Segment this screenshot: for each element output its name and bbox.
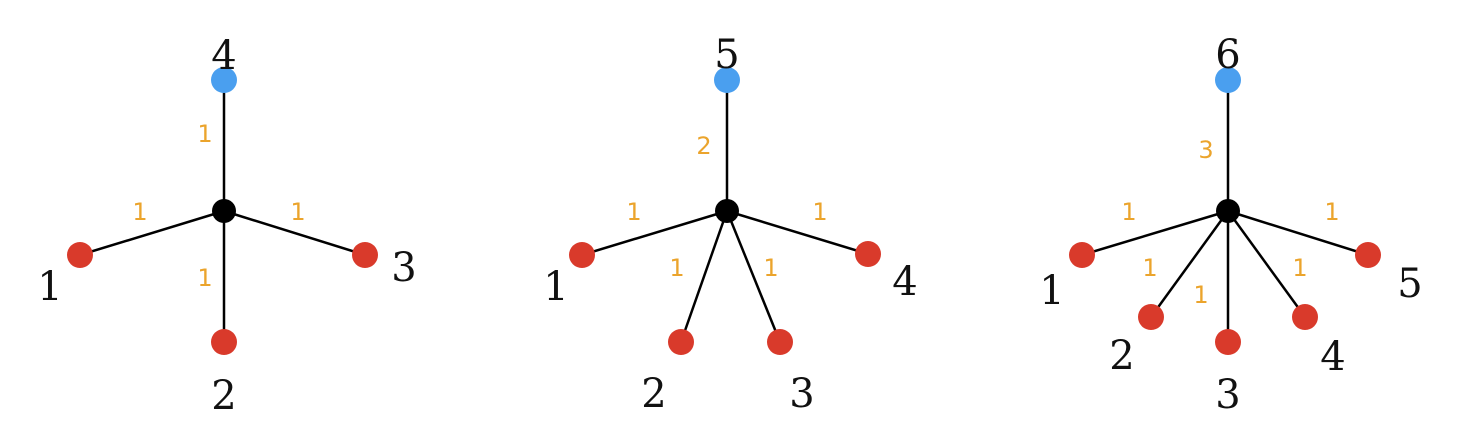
root-node bbox=[714, 67, 740, 93]
leaf-label-2: 2 bbox=[1109, 333, 1134, 379]
edge-weight-leaf-2: 1 bbox=[669, 254, 684, 282]
leaf-label-4: 4 bbox=[892, 259, 917, 305]
edge-leaf-1 bbox=[1081, 209, 1229, 257]
edge-weight-leaf-1: 1 bbox=[1121, 198, 1136, 226]
edge-weight-top: 1 bbox=[197, 120, 212, 148]
leaf-node-1 bbox=[1069, 242, 1095, 268]
leaf-node-3 bbox=[352, 242, 378, 268]
edge-leaf-1 bbox=[581, 209, 728, 257]
leaf-node-4 bbox=[1292, 304, 1318, 330]
leaf-node-1 bbox=[67, 242, 93, 268]
leaf-label-4: 4 bbox=[1320, 334, 1345, 380]
star-graph-1: 4 1 1 1 2 1 3 1 bbox=[37, 33, 416, 419]
leaf-label-2: 2 bbox=[641, 371, 666, 417]
edge-weight-leaf-2: 1 bbox=[197, 264, 212, 292]
leaf-label-1: 1 bbox=[543, 264, 568, 310]
edge-weight-leaf-1: 1 bbox=[132, 198, 147, 226]
edge-leaf-4 bbox=[726, 209, 869, 256]
leaf-node-5 bbox=[1355, 242, 1381, 268]
edge-weight-leaf-3: 1 bbox=[763, 254, 778, 282]
leaf-label-3: 3 bbox=[1215, 372, 1240, 418]
leaf-label-2: 2 bbox=[211, 373, 236, 419]
leaf-node-3 bbox=[767, 329, 793, 355]
root-label: 4 bbox=[211, 33, 236, 79]
center-node bbox=[212, 199, 236, 223]
center-node bbox=[1216, 199, 1240, 223]
edge-weight-leaf-4: 1 bbox=[1292, 254, 1307, 282]
leaf-node-3 bbox=[1215, 329, 1241, 355]
root-label: 5 bbox=[714, 32, 739, 78]
leaf-node-4 bbox=[855, 241, 881, 267]
edge-weight-leaf-4: 1 bbox=[812, 198, 827, 226]
edge-leaf-2 bbox=[1149, 210, 1230, 318]
edge-leaf-1 bbox=[79, 209, 225, 257]
root-label: 6 bbox=[1215, 32, 1240, 78]
root-node bbox=[1215, 67, 1241, 93]
edge-weight-top: 3 bbox=[1198, 136, 1213, 164]
leaf-label-3: 3 bbox=[789, 371, 814, 417]
root-node bbox=[211, 67, 237, 93]
edge-leaf-3 bbox=[223, 209, 366, 257]
edge-leaf-4 bbox=[1226, 210, 1307, 318]
edge-leaf-2 bbox=[679, 210, 729, 343]
edge-weight-top: 2 bbox=[696, 132, 711, 160]
edge-weight-leaf-2: 1 bbox=[1142, 254, 1157, 282]
leaf-node-2 bbox=[1138, 304, 1164, 330]
edge-leaf-5 bbox=[1227, 209, 1369, 257]
leaf-node-2 bbox=[211, 329, 237, 355]
leaf-label-1: 1 bbox=[1039, 268, 1064, 314]
edge-weight-leaf-3: 1 bbox=[290, 198, 305, 226]
edge-weight-leaf-1: 1 bbox=[626, 198, 641, 226]
leaf-label-5: 5 bbox=[1397, 261, 1422, 307]
leaf-label-1: 1 bbox=[37, 264, 62, 310]
center-node bbox=[715, 199, 739, 223]
leaf-label-3: 3 bbox=[391, 245, 416, 291]
leaf-node-2 bbox=[668, 329, 694, 355]
edge-weight-leaf-3: 1 bbox=[1193, 281, 1208, 309]
edge-weight-leaf-5: 1 bbox=[1324, 198, 1339, 226]
leaf-node-1 bbox=[569, 242, 595, 268]
edge-leaf-3 bbox=[725, 210, 782, 343]
